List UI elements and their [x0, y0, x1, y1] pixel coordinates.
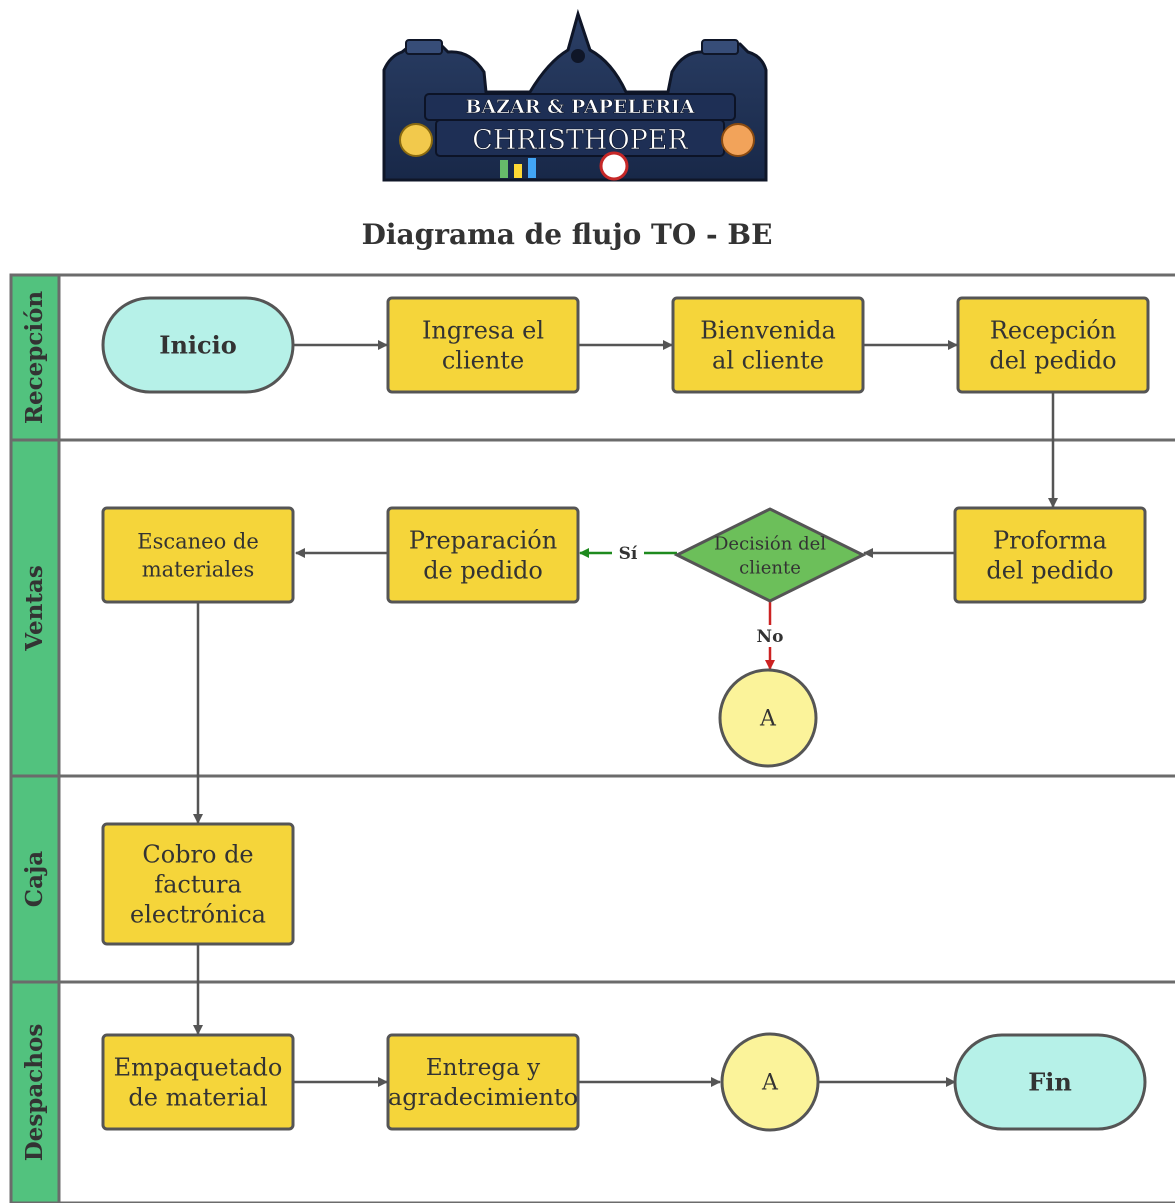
node-label: de pedido [423, 556, 543, 584]
store-logo: BAZAR & PAPELERIA CHRISTHOPER [382, 8, 768, 182]
node-label: de material [128, 1083, 267, 1111]
node-fin: Fin [953, 1033, 1147, 1131]
edge-label-bg [754, 625, 786, 647]
process-shape [671, 296, 865, 394]
node-label: Cobro de [142, 840, 253, 868]
decision-shape [673, 507, 867, 603]
node-label: al cliente [712, 346, 824, 374]
node-inicio: Inicio [101, 296, 295, 394]
lane-label: Recepción [21, 291, 48, 425]
node-entrega: Entrega y agradecimiento [386, 1033, 580, 1131]
node-label: del pedido [986, 556, 1113, 584]
lane-label: Despachos [21, 1024, 48, 1162]
process-shape [386, 296, 580, 394]
node-a1: A [718, 668, 818, 768]
connector-shape [720, 1032, 820, 1132]
logo-line-2: CHRISTHOPER [472, 125, 688, 156]
node-label: factura [154, 870, 242, 898]
terminal-shape [101, 296, 295, 394]
node-escaneo: Escaneo de materiales [101, 506, 295, 604]
node-label: Bienvenida [700, 316, 836, 344]
logo-line-1: BAZAR & PAPELERIA [465, 96, 695, 118]
connector-shape [718, 668, 818, 768]
node-label: Proforma [993, 526, 1107, 554]
node-label: Recepción [990, 316, 1116, 344]
node-label: cliente [442, 346, 524, 374]
lane-header [9, 980, 61, 1203]
diagram-title: Diagrama de flujo TO - BE [362, 218, 773, 251]
process-shape [386, 506, 580, 604]
node-a2: A [720, 1032, 820, 1132]
node-label: Fin [1028, 1067, 1072, 1096]
node-label: Decisión del [714, 533, 826, 554]
node-label: materiales [142, 557, 255, 581]
node-decision: Decisión del cliente [673, 507, 867, 603]
edge-decision-to-a1: No [754, 601, 786, 670]
node-label: A [761, 1071, 779, 1096]
node-label: agradecimiento [388, 1085, 578, 1111]
process-shape [956, 296, 1150, 394]
lane-label: Ventas [21, 565, 48, 652]
node-label: Escaneo de [137, 529, 259, 553]
process-shape [101, 506, 295, 604]
edge-label: Sí [619, 544, 638, 564]
node-label: del pedido [989, 346, 1116, 374]
process-shape [101, 1033, 295, 1131]
edge-label-bg [612, 542, 644, 564]
process-shape [101, 822, 295, 946]
node-label: A [759, 707, 777, 732]
process-shape [953, 506, 1147, 604]
node-label: Ingresa el [422, 316, 544, 344]
node-label: Inicio [159, 330, 237, 359]
node-label: cliente [739, 557, 801, 578]
process-shape [386, 1033, 580, 1131]
lane-header [9, 774, 61, 984]
node-label: Preparación [409, 526, 557, 554]
edge-label: No [757, 627, 784, 647]
node-label: Entrega y [426, 1055, 540, 1081]
node-label: electrónica [130, 900, 266, 928]
lane-header [9, 438, 61, 778]
lane-header [9, 273, 61, 442]
node-label: Empaquetado [114, 1053, 283, 1081]
edge-decision-to-preparacion: Sí [579, 542, 677, 564]
lane-ventas: Ventas [9, 438, 1175, 778]
lane-label: Caja [21, 851, 48, 908]
terminal-shape [953, 1033, 1147, 1131]
